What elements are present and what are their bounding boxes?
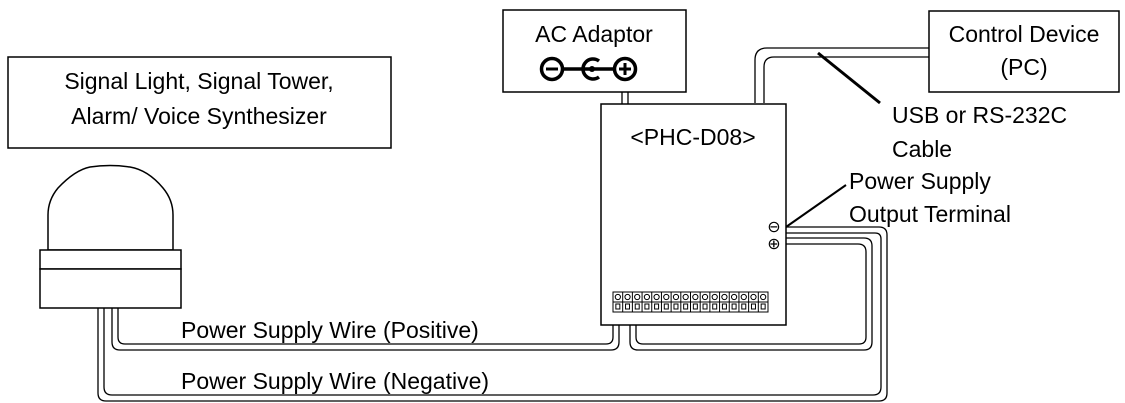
terminal-slot xyxy=(741,303,747,310)
terminal-slot xyxy=(702,303,708,310)
terminal-screw xyxy=(692,293,699,301)
terminal-screw xyxy=(643,293,651,301)
terminal-slot xyxy=(644,303,650,310)
negative-wire xyxy=(97,226,888,402)
terminal-screw xyxy=(730,293,738,301)
terminal-screw xyxy=(614,293,621,301)
terminal-slot xyxy=(721,303,727,310)
positive-wire xyxy=(111,308,620,351)
terminal-slot xyxy=(615,303,621,310)
signal-light-icon xyxy=(39,164,182,309)
signal-light-label-line1: Signal Light, Signal Tower, xyxy=(64,68,333,94)
terminal-slot xyxy=(712,303,718,310)
terminal-screw xyxy=(624,293,631,301)
terminal-slot xyxy=(663,303,669,310)
phc-model-label: <PHC-D08> xyxy=(630,124,755,150)
output-terminal-callout-line xyxy=(785,184,847,228)
signal-light-label-line2: Alarm/ Voice Synthesizer xyxy=(71,103,327,129)
cable-callout-line xyxy=(817,51,881,105)
terminal-screw xyxy=(721,293,728,301)
output-terminal-plus-icon: ⊕ xyxy=(767,236,780,253)
usb-rs232c-cable xyxy=(754,47,929,103)
negative-wire-label: Power Supply Wire (Negative) xyxy=(181,368,489,394)
terminal-screw xyxy=(701,293,709,301)
terminal-screw xyxy=(740,293,747,301)
terminal-slot xyxy=(654,303,660,310)
terminal-slot xyxy=(625,303,631,310)
control-device-box: Control Device (PC) xyxy=(928,10,1120,93)
terminal-screw xyxy=(653,293,660,301)
ac-adaptor-label: AC Adaptor xyxy=(535,21,653,47)
positive-return-wire xyxy=(629,237,873,351)
phc-d08-unit: <PHC-D08> ⊖ ⊕ xyxy=(600,103,787,326)
control-device-label-line2: (PC) xyxy=(1000,54,1047,80)
control-device-label-line1: Control Device xyxy=(949,21,1100,47)
terminal-screw xyxy=(663,293,670,301)
terminal-screw xyxy=(672,293,680,301)
terminal-slot xyxy=(673,303,679,310)
terminal-slot xyxy=(760,303,766,310)
cable-label-line1: USB or RS-232C xyxy=(892,102,1067,128)
output-terminal-label-line2: Output Terminal xyxy=(849,201,1011,227)
terminal-slot xyxy=(750,303,756,310)
terminal-slot xyxy=(634,303,640,310)
dc-polarity-icon xyxy=(539,56,638,82)
signal-light-label-box: Signal Light, Signal Tower, Alarm/ Voice… xyxy=(7,56,392,149)
terminal-block-icon xyxy=(612,291,769,313)
terminal-slot xyxy=(692,303,698,310)
terminal-screw xyxy=(711,293,718,301)
terminal-screw xyxy=(760,293,767,301)
output-terminal-label-line1: Power Supply xyxy=(849,168,991,194)
positive-wire-label: Power Supply Wire (Positive) xyxy=(181,317,479,343)
ac-adaptor-cable xyxy=(621,91,629,104)
output-terminal-minus-icon: ⊖ xyxy=(767,219,780,236)
terminal-screw xyxy=(750,293,757,301)
terminal-screw xyxy=(682,293,689,301)
terminal-slot xyxy=(683,303,689,310)
terminal-slot xyxy=(731,303,737,310)
ac-adaptor-box: AC Adaptor xyxy=(502,9,687,93)
terminal-screw xyxy=(634,293,641,301)
cable-label-line2: Cable xyxy=(892,136,952,162)
